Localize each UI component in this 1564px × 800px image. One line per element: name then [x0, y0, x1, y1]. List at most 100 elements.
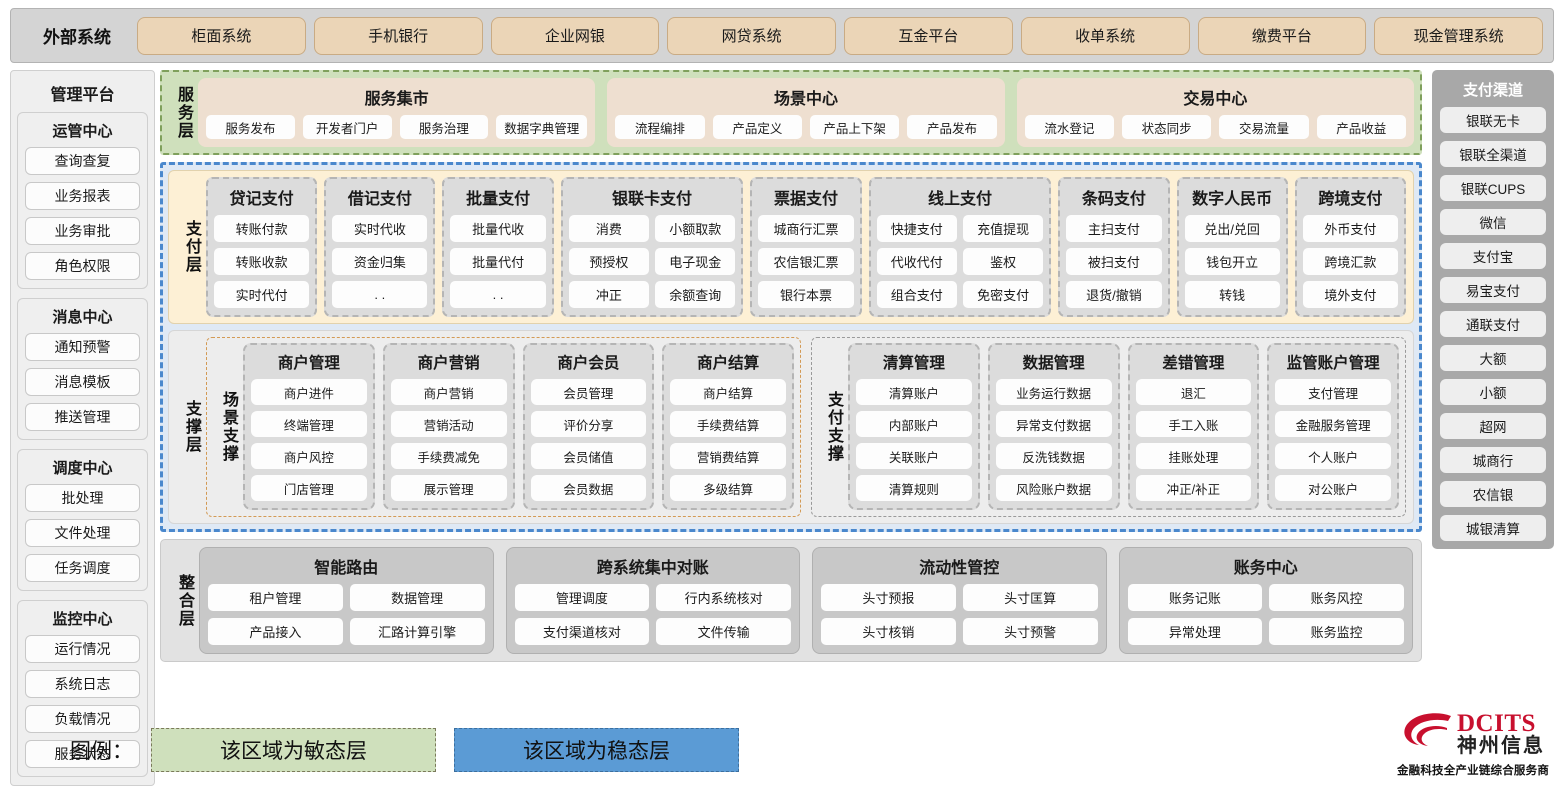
payment-cell[interactable]: 实时代付: [214, 281, 310, 308]
service-chip[interactable]: 产品上下架: [809, 115, 900, 139]
service-chip[interactable]: 流程编排: [615, 115, 705, 139]
channel-item[interactable]: 银联无卡: [1440, 107, 1546, 133]
support-cell[interactable]: 个人账户: [1275, 443, 1391, 469]
payment-cell[interactable]: 被扫支付: [1066, 248, 1162, 275]
payment-cell[interactable]: 批量代收: [450, 215, 546, 242]
support-cell[interactable]: 多级结算: [670, 475, 786, 501]
payment-cell[interactable]: 退货/撤销: [1066, 281, 1162, 308]
payment-cell[interactable]: 转账收款: [214, 248, 310, 275]
payment-cell[interactable]: 外币支付: [1302, 215, 1398, 242]
admin-item[interactable]: 批处理: [25, 484, 140, 512]
support-cell[interactable]: 冲正/补正: [1135, 475, 1252, 501]
integration-cell[interactable]: 异常处理: [1127, 618, 1263, 645]
integration-cell[interactable]: 数据管理: [349, 584, 485, 611]
external-system-item[interactable]: 缴费平台: [1197, 16, 1367, 55]
channel-item[interactable]: 城商行: [1440, 447, 1546, 473]
payment-cell[interactable]: 电子现金: [655, 248, 736, 275]
admin-item[interactable]: 消息模板: [25, 368, 140, 396]
channel-item[interactable]: 银联CUPS: [1440, 175, 1546, 201]
payment-cell[interactable]: 城商行汇票: [758, 215, 854, 242]
admin-item[interactable]: 业务报表: [25, 182, 140, 210]
payment-cell[interactable]: 免密支付: [962, 281, 1044, 308]
support-cell[interactable]: 商户进件: [251, 379, 367, 405]
channel-item[interactable]: 通联支付: [1440, 311, 1546, 337]
channel-item[interactable]: 易宝支付: [1440, 277, 1546, 303]
support-cell[interactable]: 手工入账: [1135, 411, 1252, 437]
support-cell[interactable]: 清算规则: [856, 475, 972, 501]
service-chip[interactable]: 产品收益: [1316, 115, 1406, 139]
payment-cell[interactable]: 冲正: [568, 281, 650, 308]
external-system-item[interactable]: 手机银行: [313, 16, 483, 55]
support-cell[interactable]: 异常支付数据: [995, 411, 1112, 437]
service-chip[interactable]: 产品定义: [712, 115, 802, 139]
channel-item[interactable]: 小额: [1440, 379, 1546, 405]
payment-cell[interactable]: . .: [450, 281, 546, 308]
payment-cell[interactable]: 转账付款: [214, 215, 310, 242]
service-chip[interactable]: 流水登记: [1024, 115, 1114, 139]
channel-item[interactable]: 农信银: [1440, 481, 1546, 507]
admin-item[interactable]: 查询查复: [25, 147, 140, 175]
support-cell[interactable]: 手续费减免: [390, 443, 507, 469]
external-system-item[interactable]: 企业网银: [490, 16, 660, 55]
support-cell[interactable]: 业务运行数据: [995, 379, 1112, 405]
channel-item[interactable]: 微信: [1440, 209, 1546, 235]
service-chip[interactable]: 产品发布: [907, 115, 997, 139]
integration-cell[interactable]: 头寸预警: [962, 618, 1098, 645]
support-cell[interactable]: 展示管理: [390, 475, 507, 501]
admin-item[interactable]: 业务审批: [25, 217, 140, 245]
payment-cell[interactable]: 代收代付: [876, 248, 957, 275]
admin-item[interactable]: 运行情况: [25, 635, 140, 663]
payment-cell[interactable]: 鉴权: [962, 248, 1044, 275]
external-system-item[interactable]: 网贷系统: [667, 16, 836, 55]
integration-cell[interactable]: 账务监控: [1269, 618, 1404, 645]
support-cell[interactable]: 营销费结算: [670, 443, 786, 469]
support-cell[interactable]: 终端管理: [251, 411, 367, 437]
admin-item[interactable]: 系统日志: [25, 670, 140, 698]
support-cell[interactable]: 对公账户: [1275, 475, 1391, 501]
external-system-item[interactable]: 互金平台: [844, 16, 1013, 55]
support-cell[interactable]: 手续费结算: [670, 411, 786, 437]
admin-item[interactable]: 推送管理: [25, 403, 140, 431]
integration-cell[interactable]: 支付渠道核对: [514, 618, 650, 645]
integration-cell[interactable]: 账务记账: [1127, 584, 1263, 611]
channel-item[interactable]: 支付宝: [1440, 243, 1546, 269]
payment-cell[interactable]: 充值提现: [962, 215, 1044, 242]
payment-cell[interactable]: 预授权: [568, 248, 650, 275]
integration-cell[interactable]: 行内系统核对: [656, 584, 791, 611]
support-cell[interactable]: 营销活动: [390, 411, 507, 437]
service-chip[interactable]: 状态同步: [1121, 115, 1212, 139]
payment-cell[interactable]: 境外支付: [1302, 281, 1398, 308]
payment-cell[interactable]: 跨境汇款: [1302, 248, 1398, 275]
service-chip[interactable]: 服务发布: [206, 115, 295, 139]
channel-item[interactable]: 银联全渠道: [1440, 141, 1546, 167]
payment-cell[interactable]: 小额取款: [655, 215, 736, 242]
service-chip[interactable]: 交易流量: [1219, 115, 1309, 139]
support-cell[interactable]: 关联账户: [856, 443, 972, 469]
support-cell[interactable]: 会员储值: [530, 443, 647, 469]
payment-cell[interactable]: 转钱: [1184, 281, 1280, 308]
channel-item[interactable]: 城银清算: [1440, 515, 1546, 541]
service-chip[interactable]: 服务治理: [399, 115, 489, 139]
payment-cell[interactable]: 农信银汇票: [758, 248, 854, 275]
service-chip[interactable]: 开发者门户: [302, 115, 392, 139]
integration-cell[interactable]: 租户管理: [208, 584, 343, 611]
external-system-item[interactable]: 收单系统: [1020, 16, 1190, 55]
support-cell[interactable]: 商户营销: [390, 379, 507, 405]
support-cell[interactable]: 商户结算: [670, 379, 786, 405]
external-system-item[interactable]: 现金管理系统: [1374, 16, 1543, 55]
payment-cell[interactable]: 快捷支付: [876, 215, 957, 242]
integration-cell[interactable]: 产品接入: [208, 618, 343, 645]
support-cell[interactable]: 挂账处理: [1135, 443, 1252, 469]
payment-cell[interactable]: 资金归集: [332, 248, 428, 275]
external-system-item[interactable]: 柜面系统: [137, 16, 306, 55]
support-cell[interactable]: 金融服务管理: [1275, 411, 1391, 437]
payment-cell[interactable]: 消费: [568, 215, 650, 242]
admin-item[interactable]: 任务调度: [25, 554, 140, 582]
payment-cell[interactable]: 余额查询: [655, 281, 736, 308]
support-cell[interactable]: 评价分享: [530, 411, 647, 437]
payment-cell[interactable]: 主扫支付: [1066, 215, 1162, 242]
integration-cell[interactable]: 管理调度: [514, 584, 650, 611]
support-cell[interactable]: 反洗钱数据: [995, 443, 1112, 469]
admin-item[interactable]: 通知预警: [25, 333, 140, 361]
payment-cell[interactable]: 组合支付: [876, 281, 957, 308]
